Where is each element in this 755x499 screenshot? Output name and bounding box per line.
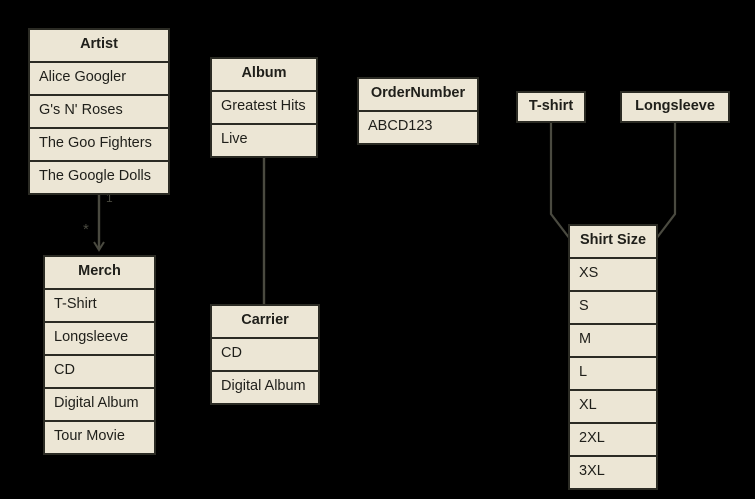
entity-shirtsize-row[interactable]: 2XL [570,424,656,455]
entity-merch-row[interactable]: CD [45,356,154,387]
entity-tshirt-header: T-shirt [518,93,584,121]
entity-shirtsize[interactable]: Shirt Size XS S M L XL 2XL 3XL [568,224,658,490]
entity-carrier-row[interactable]: CD [212,339,318,370]
entity-carrier[interactable]: Carrier CD Digital Album [210,304,320,405]
entity-ordernumber-header: OrderNumber [359,79,477,110]
entity-shirtsize-row[interactable]: 3XL [570,457,656,488]
entity-merch-row[interactable]: Tour Movie [45,422,154,453]
entity-album-row[interactable]: Greatest Hits [212,92,316,123]
entity-artist-header: Artist [30,30,168,61]
edge-tshirt-to-shirtsize [549,121,571,240]
entity-shirtsize-row[interactable]: M [570,325,656,356]
entity-merch[interactable]: Merch T-Shirt Longsleeve CD Digital Albu… [43,255,156,455]
entity-artist-row[interactable]: The Google Dolls [30,162,168,193]
entity-longsleeve[interactable]: Longsleeve [620,91,730,123]
entity-shirtsize-row[interactable]: XL [570,391,656,422]
entity-tshirt[interactable]: T-shirt [516,91,586,123]
entity-ordernumber-row[interactable]: ABCD123 [359,112,477,143]
edge-longsleeve-to-shirtsize [655,121,677,240]
entity-shirtsize-row[interactable]: XS [570,259,656,290]
entity-longsleeve-header: Longsleeve [622,93,728,121]
entity-merch-row[interactable]: T-Shirt [45,290,154,321]
entity-shirtsize-header: Shirt Size [570,226,656,257]
entity-merch-row[interactable]: Longsleeve [45,323,154,354]
entity-artist-row[interactable]: Alice Googler [30,63,168,94]
entity-shirtsize-row[interactable]: S [570,292,656,323]
edge-label-artist-source-multiplicity: 1 [106,191,113,205]
edge-label-merch-target-multiplicity: * [83,221,89,238]
entity-artist-row[interactable]: The Goo Fighters [30,129,168,160]
entity-merch-header: Merch [45,257,154,288]
entity-artist[interactable]: Artist Alice Googler G's N' Roses The Go… [28,28,170,195]
entity-album-row[interactable]: Live [212,125,316,156]
entity-shirtsize-row[interactable]: L [570,358,656,389]
entity-album[interactable]: Album Greatest Hits Live [210,57,318,158]
entity-artist-row[interactable]: G's N' Roses [30,96,168,127]
entity-carrier-header: Carrier [212,306,318,337]
entity-ordernumber[interactable]: OrderNumber ABCD123 [357,77,479,145]
entity-album-header: Album [212,59,316,90]
entity-carrier-row[interactable]: Digital Album [212,372,318,403]
entity-merch-row[interactable]: Digital Album [45,389,154,420]
